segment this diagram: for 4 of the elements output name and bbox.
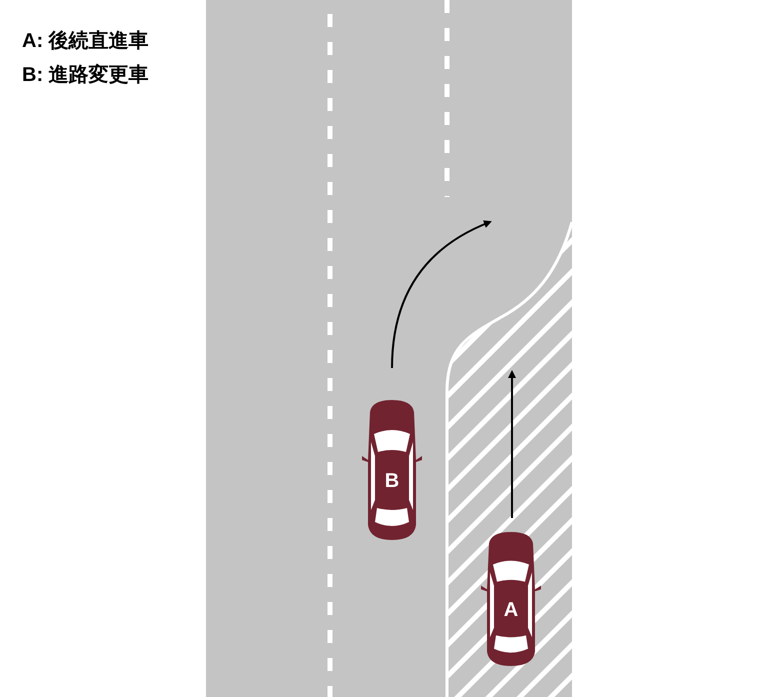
car-letter: B (384, 471, 400, 492)
legend-text: A: 後続直進車 (22, 29, 149, 54)
car-letter: A (504, 600, 518, 620)
legend-text: B: 進路変更車 (22, 62, 149, 88)
